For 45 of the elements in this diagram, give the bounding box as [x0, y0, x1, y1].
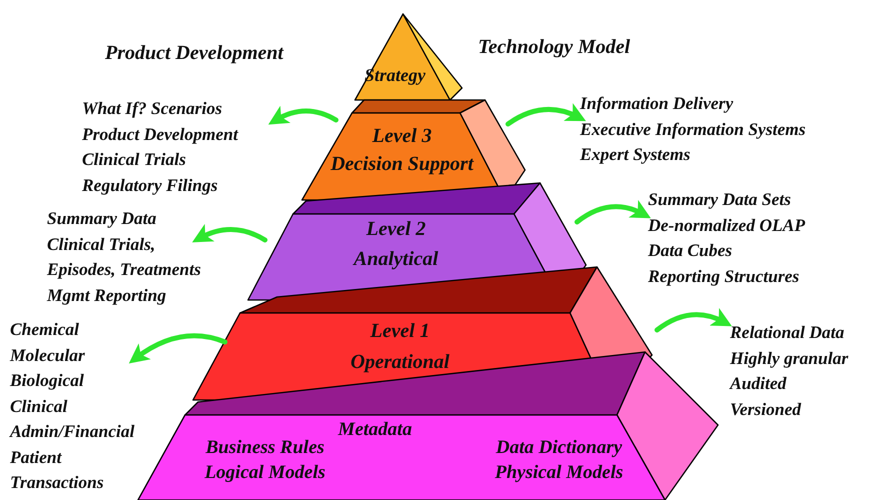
layer-label: Analytical: [354, 247, 438, 271]
layer-label: Level 3: [372, 124, 432, 148]
curved-arrow: [268, 106, 338, 124]
list-item: Data Cubes: [648, 239, 734, 262]
list-item: What If? Scenarios: [82, 97, 224, 120]
list-item: Summary Data: [47, 207, 158, 230]
list-item: Executive Information Systems: [580, 118, 806, 141]
layer-label: Business Rules: [206, 436, 324, 460]
list-item: Information Delivery: [580, 92, 734, 115]
curved-arrow: [192, 224, 268, 242]
list-item: Summary Data Sets: [648, 188, 792, 211]
list-item: Clinical Trials: [82, 148, 187, 171]
list-item: Admin/Financial: [10, 420, 134, 443]
layer-label: Decision Support: [330, 152, 474, 176]
list-item: Highly granular: [730, 346, 848, 370]
list-item: Versioned: [730, 398, 802, 420]
list-item: Mgmt Reporting: [47, 284, 168, 307]
list-item: Transactions: [10, 471, 105, 494]
list-item: Molecular: [10, 344, 86, 366]
list-item: Clinical: [10, 394, 68, 418]
list-item: Product Development: [82, 122, 238, 146]
list-item: De-normalized OLAP: [648, 214, 806, 236]
column-heading: Product Development: [105, 42, 284, 65]
curved-arrow: [574, 200, 652, 224]
curved-arrow: [128, 333, 228, 364]
list-item: Episodes, Treatments: [47, 258, 201, 281]
layer-label: Logical Models: [204, 462, 326, 484]
list-item: Expert Systems: [580, 143, 692, 166]
list-item: Audited: [730, 372, 788, 395]
list-item: Chemical: [10, 318, 80, 341]
layer-label: Data Dictionary: [496, 436, 622, 460]
list-item: Biological: [10, 369, 85, 392]
list-item: Regulatory Filings: [82, 174, 219, 197]
column-heading: Technology Model: [478, 36, 630, 59]
list-item: Relational Data: [730, 321, 846, 344]
layer-label: Level 1: [370, 319, 430, 343]
layer-label: Level 2: [366, 217, 426, 241]
layer-label: Metadata: [338, 418, 412, 442]
list-item: Patient: [10, 446, 63, 468]
layer-label: Physical Models: [494, 462, 624, 484]
layer-label: Operational: [350, 350, 450, 374]
list-item: Reporting Structures: [648, 264, 800, 288]
curved-arrow: [506, 103, 586, 126]
curved-arrow: [654, 308, 732, 332]
list-item: Clinical Trials,: [47, 232, 156, 256]
